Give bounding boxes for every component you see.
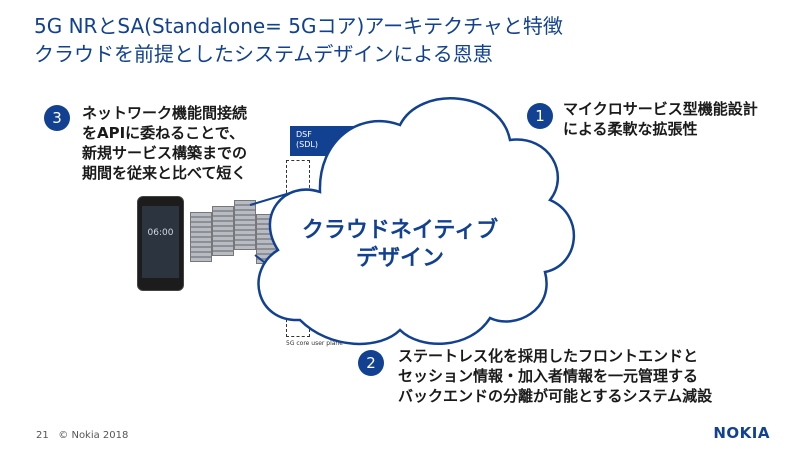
cloud-label-line2: デザイン xyxy=(355,246,444,271)
nokia-logo: NOKIA xyxy=(713,424,770,442)
page-number: 21 xyxy=(36,430,49,441)
callout-1-text: マイクロサービス型機能設計 による柔軟な拡張性 xyxy=(563,100,758,138)
smartphone-image: 06:00 xyxy=(137,196,184,291)
callout-3-badge: 3 xyxy=(44,105,70,131)
dsf-label: DSF (SDL) xyxy=(296,130,318,149)
core-user-plane-label: 5G core user plane xyxy=(286,340,343,347)
callout-2-badge: 2 xyxy=(358,350,384,376)
footer: 21 © Nokia 2018 xyxy=(36,430,128,441)
callout-3-text: ネットワーク機能間接続 をAPIに委ねることで、 新規サービス構築までの 期間を… xyxy=(82,104,248,182)
copyright: © Nokia 2018 xyxy=(58,430,129,441)
slide-title: 5G NRとSA(Standalone= 5Gコア)アーキテクチャと特徴 xyxy=(34,14,563,38)
callout-1-badge: 1 xyxy=(527,103,553,129)
phone-clock: 06:00 xyxy=(147,228,174,238)
callout-2-text: ステートレス化を採用したフロントエンドと セッション情報・加入者情報を一元管理す… xyxy=(398,347,713,405)
slide-subtitle: クラウドを前提としたシステムデザインによる恩恵 xyxy=(34,42,493,66)
cloud-label-line1: クラウドネイティブ xyxy=(301,218,499,243)
